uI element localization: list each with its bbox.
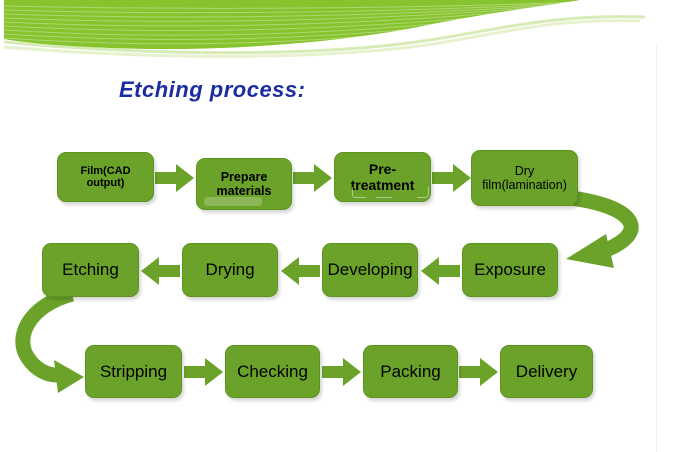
flow-node-checking: Checking (225, 345, 320, 398)
flow-node-label: Exposure (474, 260, 546, 279)
arrow-right-icon (184, 358, 223, 386)
flow-node-pre-treatment: Pre-treatment (334, 152, 431, 202)
flow-node-film-cad-output: Film(CAD output) (57, 152, 154, 202)
erased-text-fragment (376, 187, 392, 198)
flow-node-label: Film(CAD output) (80, 165, 131, 189)
page-edge-line (656, 45, 657, 452)
arrow-right-icon (459, 358, 498, 386)
arrow-left-icon (421, 257, 460, 285)
flow-node-dry-film-lamination: Dry film(lamination) (471, 150, 578, 206)
flow-node-label: Prepare materials (216, 170, 272, 198)
erased-text-smudge (204, 197, 262, 206)
page-title: Etching process: (119, 77, 306, 102)
curved-arrow-left-icon (15, 286, 84, 393)
flow-node-label: Stripping (99, 361, 168, 381)
flow-node-label: Checking (237, 361, 308, 381)
flow-node-developing: Developing (322, 243, 418, 297)
arrow-left-icon (141, 257, 180, 285)
flow-node-drying: Drying (182, 243, 278, 297)
flow-node-label: Pre-treatment (350, 161, 415, 193)
flow-node-delivery: Delivery (500, 345, 593, 398)
curved-arrow-right-icon (547, 188, 639, 268)
erased-text-fragment (417, 186, 429, 198)
arrow-right-icon (293, 164, 332, 192)
flow-node-prepare-materials: Prepare materials (196, 158, 292, 210)
arrow-left-icon (281, 257, 320, 285)
flow-node-stripping: Stripping (85, 345, 182, 398)
arrow-right-icon (155, 164, 194, 192)
flow-node-label: Drying (205, 260, 255, 279)
header-banner-graphic (3, 0, 646, 58)
flow-node-label: Delivery (515, 361, 578, 381)
arrow-right-icon (432, 164, 471, 192)
flow-node-label: Etching (62, 260, 119, 279)
flow-node-etching: Etching (42, 243, 139, 297)
flow-node-label: Dry film(lamination) (482, 164, 567, 192)
flow-node-label: Packing (380, 361, 441, 381)
erased-text-fragment (352, 187, 366, 198)
arrow-right-icon (322, 358, 361, 386)
flow-node-packing: Packing (363, 345, 458, 398)
flow-node-exposure: Exposure (462, 243, 558, 297)
flow-node-label: Developing (327, 260, 413, 279)
